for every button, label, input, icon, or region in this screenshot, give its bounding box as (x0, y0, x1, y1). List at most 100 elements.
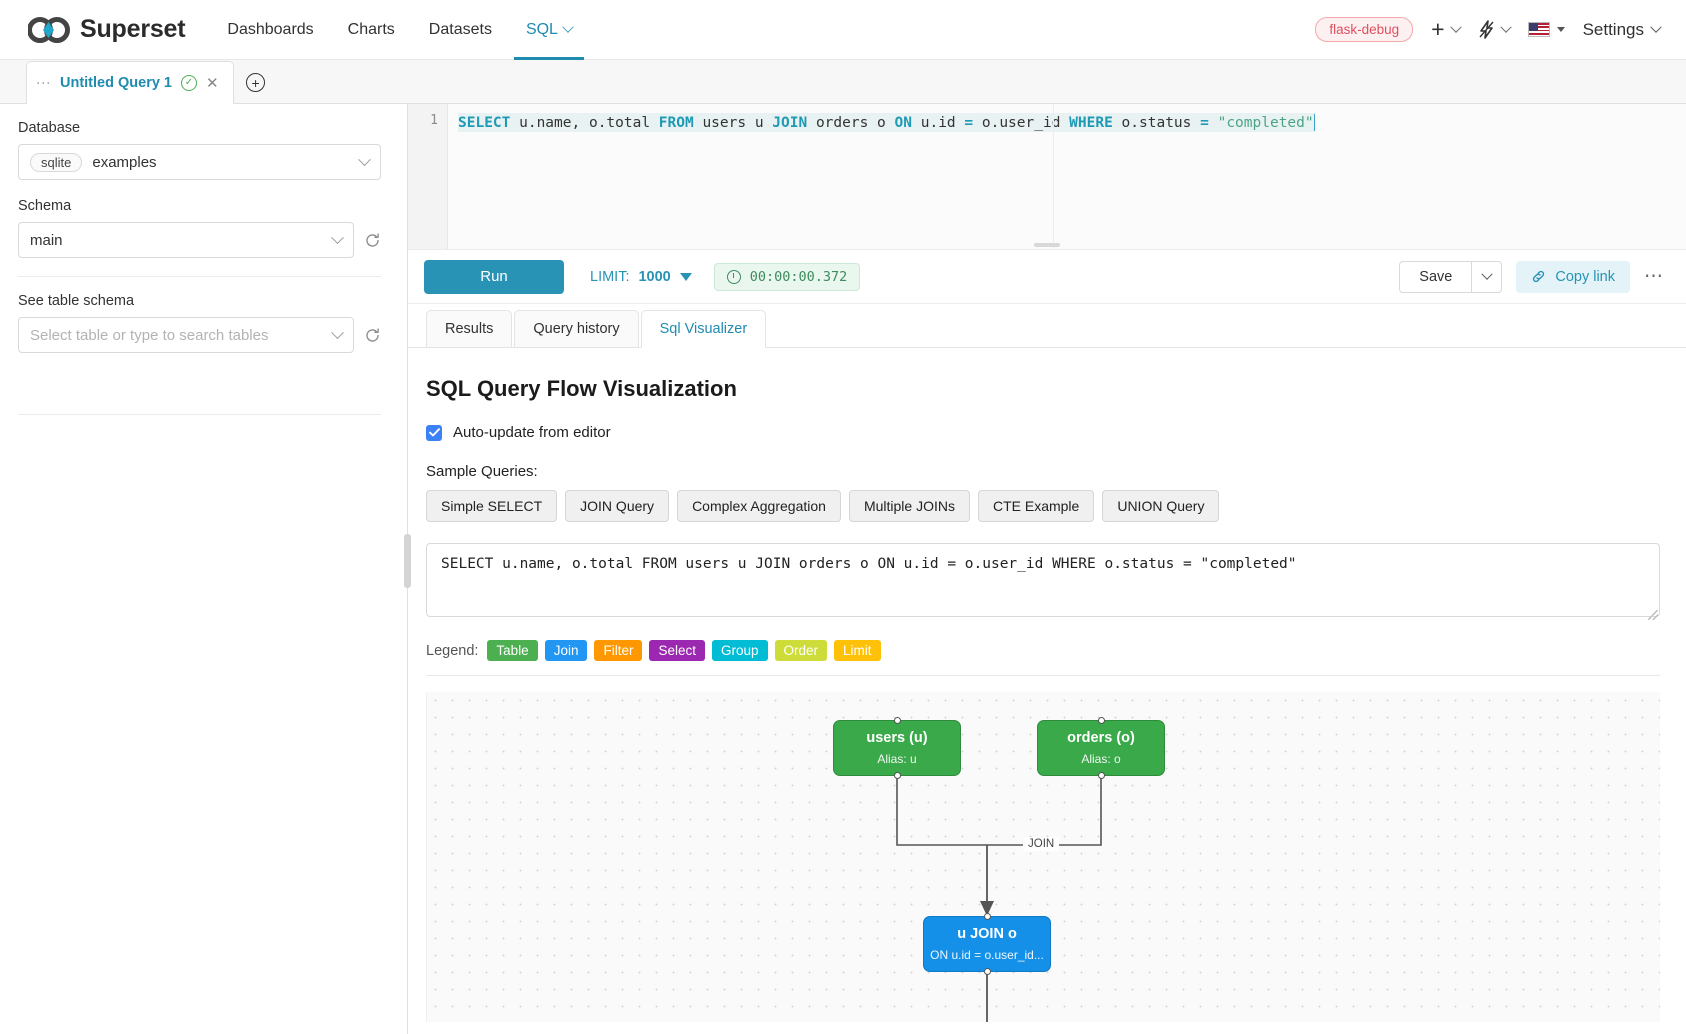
triangle-down-icon (1556, 27, 1565, 32)
link-icon (1533, 270, 1545, 283)
run-button[interactable]: Run (424, 259, 564, 294)
node-users[interactable]: users (u) Alias: u (833, 717, 961, 779)
schema-select[interactable]: main (18, 222, 354, 258)
node-orders-subtitle: Alias: o (1081, 752, 1121, 766)
table-select[interactable]: Select table or type to search tables (18, 317, 354, 353)
query-tab-label: Untitled Query 1 (60, 75, 172, 91)
textarea-resize-grip[interactable] (1648, 610, 1658, 620)
tab-sql-visualizer[interactable]: Sql Visualizer (640, 310, 767, 348)
schema-field-group: Schema main (18, 198, 381, 258)
save-button-group: Save (1399, 260, 1503, 293)
chevron-down-icon (562, 21, 574, 33)
editor-code-line: SELECT u.name, o.total FROM users u JOIN… (458, 113, 1316, 132)
save-button[interactable]: Save (1399, 260, 1472, 293)
limit-dropdown[interactable]: LIMIT: 1000 (590, 269, 692, 285)
body-split: Database sqlite examples Schema main (0, 104, 1686, 1034)
sample-btn-union-query[interactable]: UNION Query (1102, 490, 1220, 522)
node-orders-title: orders (o) (1067, 730, 1135, 746)
more-options-button[interactable]: ⋯ (1644, 266, 1664, 287)
query-timer: 00:00:00.372 (713, 262, 861, 291)
node-users-subtitle: Alias: u (877, 752, 917, 766)
chevron-down-icon (1481, 268, 1493, 280)
brand-name: Superset (80, 15, 186, 43)
nav-link-charts[interactable]: Charts (348, 0, 395, 60)
legend-item-filter: Filter (594, 640, 643, 661)
clock-icon (726, 269, 741, 284)
right-panel: 1 SELECT u.name, o.total FROM users u JO… (408, 104, 1686, 1034)
database-label: Database (18, 120, 81, 136)
settings-menu[interactable]: Settings (1583, 20, 1662, 40)
tab-query-history[interactable]: Query history (514, 310, 639, 348)
toolbar-right-group: Save Copy link ⋯ (1399, 260, 1664, 293)
brand-logo-group[interactable]: Superset (28, 15, 186, 44)
sample-btn-simple-select[interactable]: Simple SELECT (426, 490, 558, 522)
us-flag-icon (1527, 22, 1550, 37)
legend-item-order: Order (774, 640, 828, 661)
nav-link-dashboards-label: Dashboards (227, 20, 314, 38)
schema-label: Schema (18, 198, 72, 214)
top-navbar: Superset Dashboards Charts Datasets SQL … (0, 0, 1686, 60)
legend-item-select: Select (649, 640, 705, 661)
panel-resize-handle[interactable] (404, 534, 411, 588)
legend-item-limit: Limit (834, 640, 881, 661)
node-orders[interactable]: orders (o) Alias: o (1037, 717, 1165, 779)
editor-code-area[interactable]: SELECT u.name, o.total FROM users u JOIN… (448, 104, 1686, 249)
node-port-bottom (893, 772, 901, 779)
language-picker[interactable] (1527, 22, 1565, 37)
nav-link-datasets[interactable]: Datasets (429, 0, 492, 60)
bolt-icon (1479, 20, 1494, 39)
plus-icon: + (1431, 16, 1445, 42)
flask-debug-badge: flask-debug (1315, 17, 1414, 42)
close-icon[interactable]: ✕ (206, 75, 219, 92)
navbar-right-group: flask-debug + Settings (1315, 16, 1662, 42)
refresh-schema-icon[interactable] (364, 232, 381, 249)
sql-textarea-wrap (426, 543, 1660, 622)
auto-update-row: Auto-update from editor (426, 424, 1660, 441)
auto-update-label: Auto-update from editor (453, 424, 611, 441)
copy-link-button[interactable]: Copy link (1516, 260, 1630, 293)
node-port-top (1097, 717, 1105, 724)
node-join[interactable]: u JOIN o ON u.id = o.user_id... (923, 913, 1051, 975)
editor-split-grip[interactable] (1034, 243, 1060, 247)
sample-btn-complex-aggregation[interactable]: Complex Aggregation (677, 490, 841, 522)
add-query-tab-button[interactable]: + (234, 61, 278, 104)
legend-item-table: Table (487, 640, 538, 661)
limit-prefix: LIMIT: (590, 268, 630, 285)
legend: Legend: Table Join Filter Select Group O… (426, 640, 1660, 661)
sample-btn-join-query[interactable]: JOIN Query (565, 490, 670, 522)
chevron-down-icon (331, 230, 344, 244)
query-timer-value: 00:00:00.372 (749, 268, 848, 285)
chevron-down-icon (1650, 21, 1662, 33)
refresh-tables-icon[interactable] (364, 327, 381, 344)
nav-link-sql[interactable]: SQL (513, 0, 584, 60)
drag-dots-icon[interactable]: ⋮ (36, 76, 52, 90)
bolt-menu-button[interactable] (1478, 20, 1512, 39)
schema-value: main (30, 231, 63, 249)
database-value: examples (92, 153, 157, 171)
sql-visualizer-panel: SQL Query Flow Visualization Auto-update… (408, 348, 1686, 1034)
tab-results[interactable]: Results (426, 310, 513, 348)
nav-link-datasets-label: Datasets (428, 20, 492, 38)
sql-editor[interactable]: 1 SELECT u.name, o.total FROM users u JO… (408, 104, 1686, 250)
check-circle-icon: ✓ (181, 75, 197, 91)
chevron-down-icon (331, 325, 344, 339)
sample-btn-multiple-joins[interactable]: Multiple JOINs (848, 490, 970, 522)
chevron-down-icon (358, 152, 371, 166)
sql-input-textarea[interactable] (426, 543, 1660, 617)
sample-queries-label: Sample Queries: (426, 463, 538, 480)
superset-infinity-logo-icon (28, 16, 70, 43)
database-select[interactable]: sqlite examples (18, 144, 381, 180)
sample-btn-cte-example[interactable]: CTE Example (977, 490, 1095, 522)
edge-label-join: JOIN (1023, 837, 1060, 851)
auto-update-checkbox[interactable] (426, 424, 442, 441)
result-tabs: Results Query history Sql Visualizer (408, 304, 1686, 348)
save-dropdown-button[interactable] (1471, 260, 1503, 293)
legend-item-group: Group (712, 640, 768, 661)
nav-link-charts-label: Charts (347, 20, 395, 38)
new-menu-button[interactable]: + (1431, 16, 1462, 42)
nav-link-dashboards[interactable]: Dashboards (227, 0, 313, 60)
plus-circle-icon: + (246, 73, 266, 92)
query-flow-canvas[interactable]: JOIN users (u) Alias: u orders (o) Alias… (426, 692, 1660, 1022)
query-tab-untitled-query-1[interactable]: ⋮ Untitled Query 1 ✓ ✕ (26, 61, 234, 104)
node-port-top (893, 717, 901, 724)
